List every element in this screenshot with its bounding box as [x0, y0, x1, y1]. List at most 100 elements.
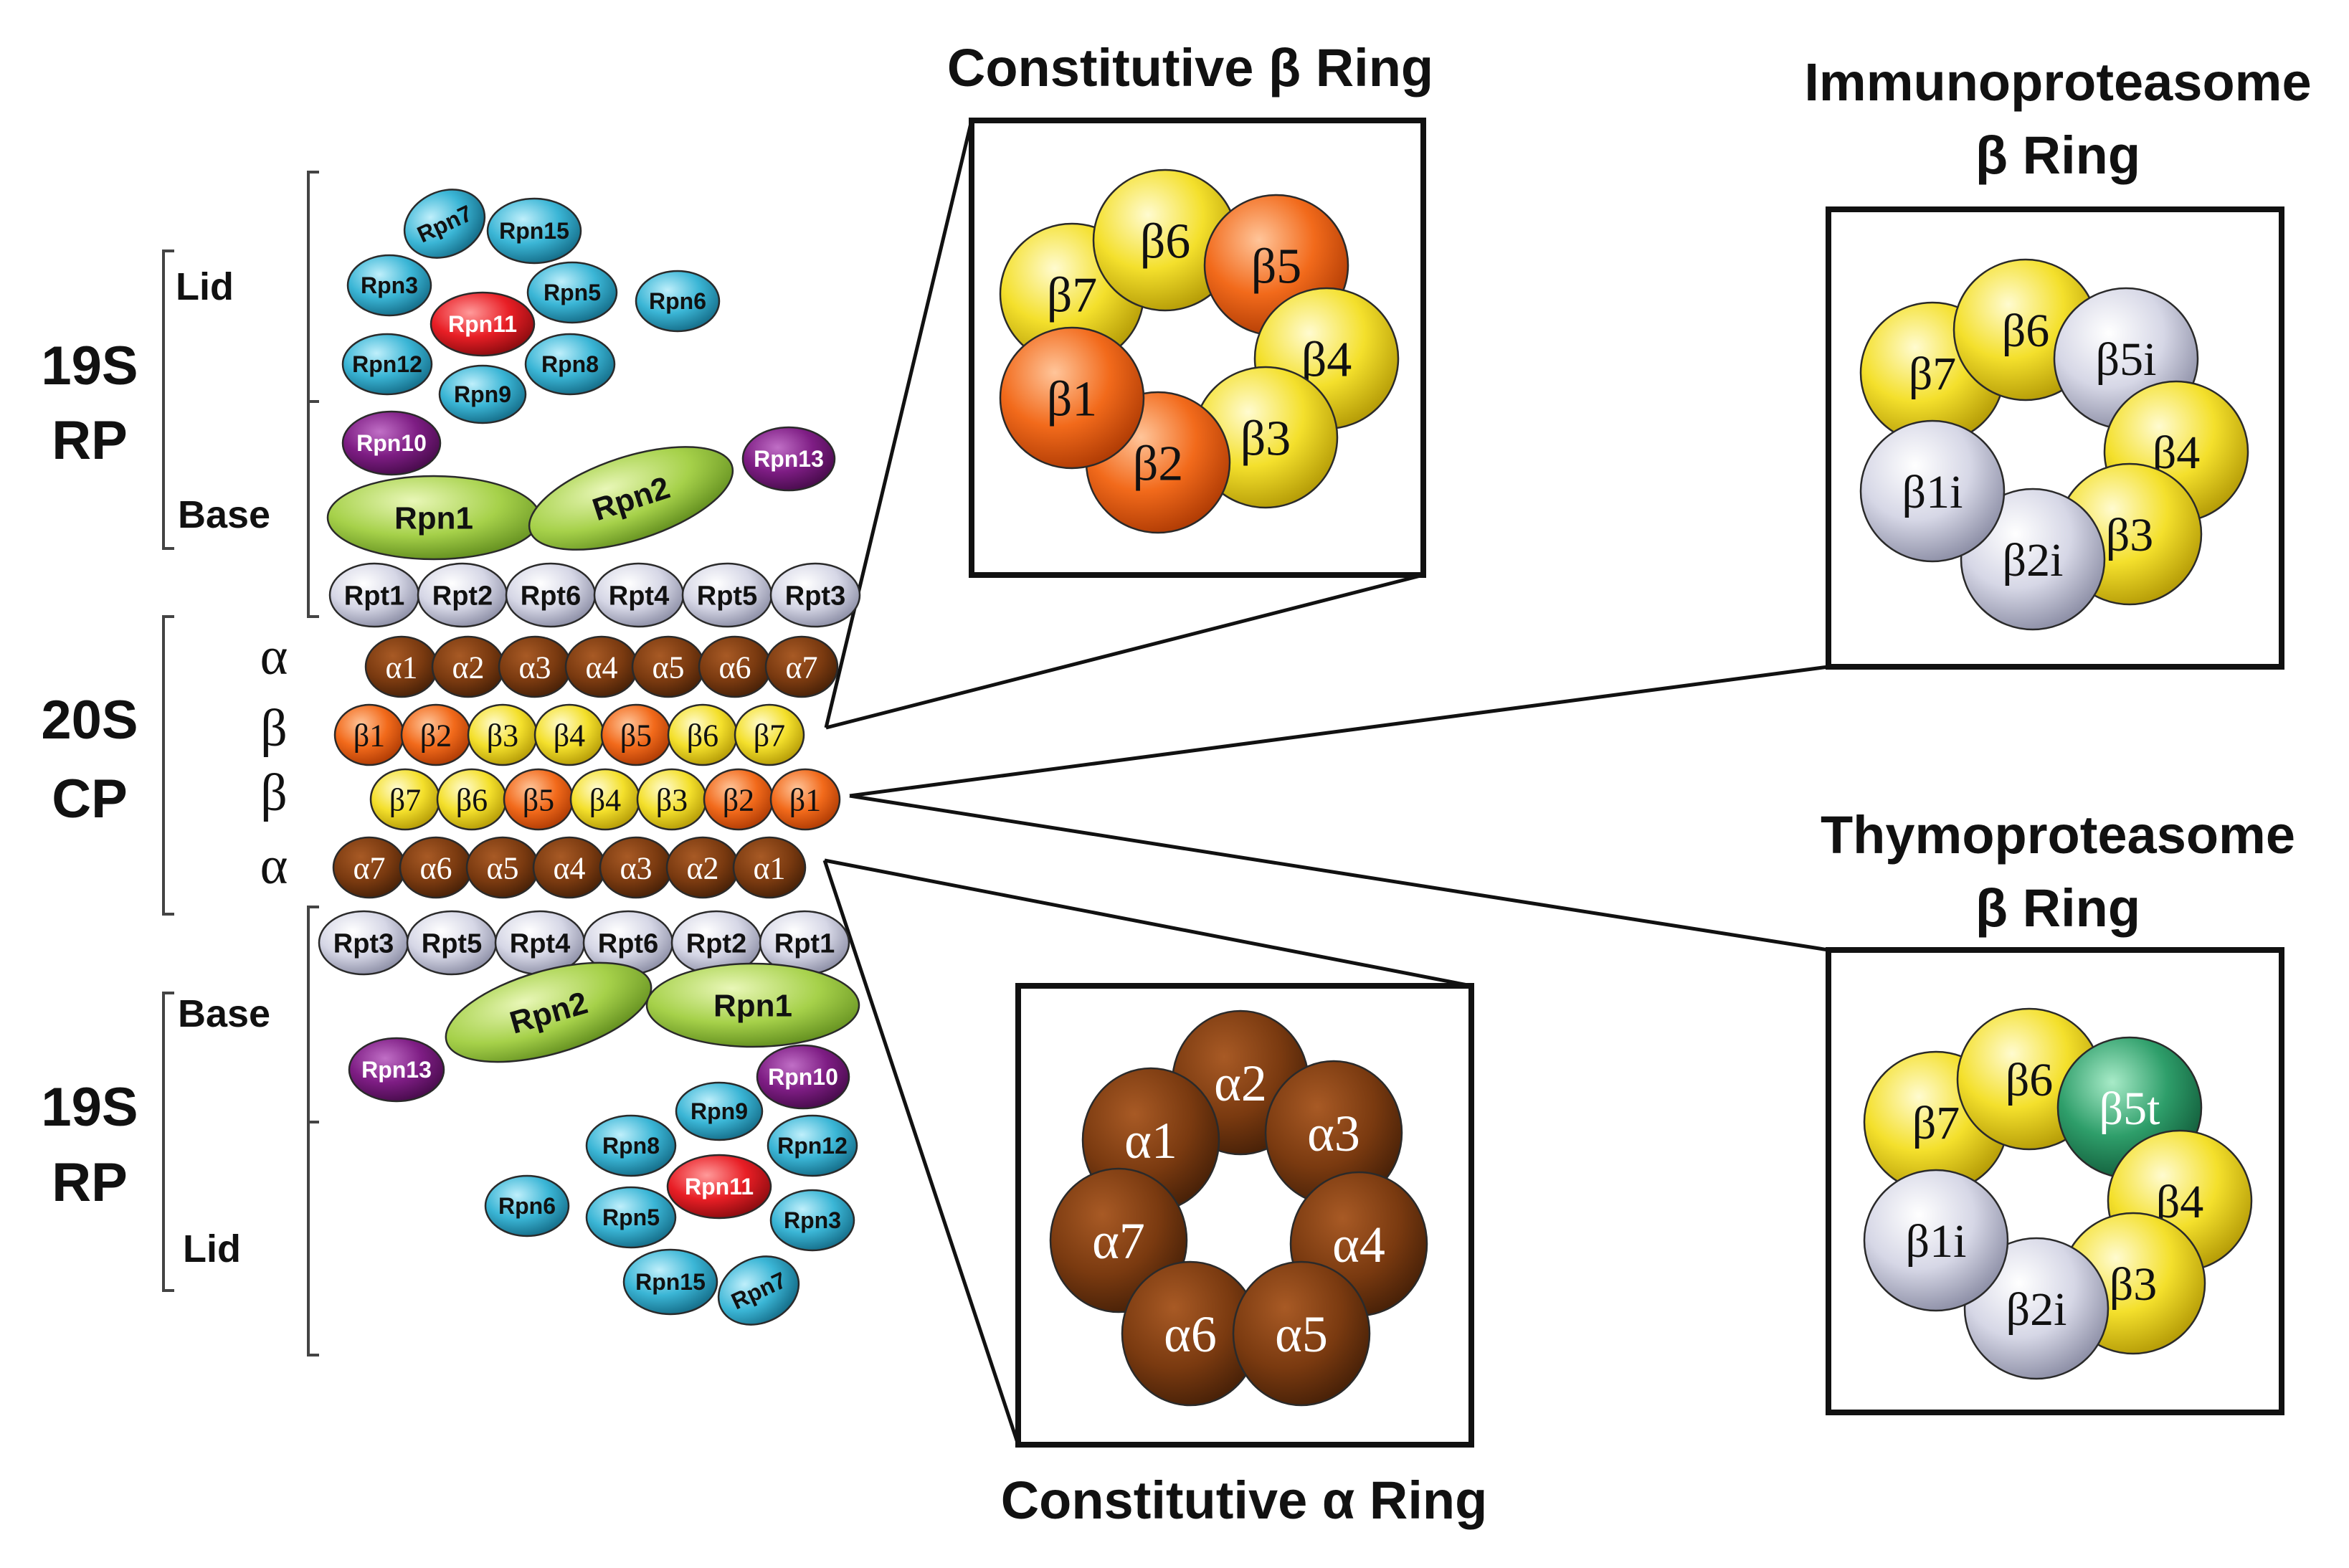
constitutive-alpha-α6-label: α6 — [1164, 1306, 1217, 1363]
constitutive-alpha-α5: α5 — [1232, 1260, 1371, 1407]
rpt-bottom-1: Rpt3 — [318, 910, 409, 976]
rpt-top-6: Rpt3 — [769, 562, 861, 628]
cp-line2: CP — [52, 769, 128, 830]
alpha-bottom-5-label: α3 — [620, 850, 652, 885]
base-bottom-rpn1-shape — [645, 962, 860, 1048]
alpha-top-4: α4 — [564, 635, 639, 698]
lid-bottom-rpn5: Rpn5 — [585, 1186, 677, 1249]
lid-top-rpn9-shape — [438, 364, 527, 424]
beta-top-7-shape — [734, 703, 805, 766]
lid-bottom-rpn12-shape — [767, 1114, 858, 1177]
lid-top-rpn6-shape — [635, 270, 721, 333]
base-bottom-rpn13: Rpn13 — [348, 1037, 445, 1103]
side-labels: 19S RP 20S CP 19S RP Lid Base Base Lid — [41, 265, 270, 1270]
cp-line1: 20S — [41, 690, 138, 751]
rpt-top-2-label: Rpt2 — [432, 581, 493, 611]
lid-bottom-rpn9-shape — [675, 1081, 764, 1141]
lid-top-rpn12-shape — [341, 333, 433, 396]
constitutive-beta-β5-label: β5 — [1251, 239, 1302, 295]
immuno-β2i-label: β2i — [2003, 534, 2064, 586]
rp-bottom-line2: RP — [52, 1152, 128, 1213]
rpt-bottom-5-label: Rpt2 — [686, 928, 746, 959]
beta-top-1-label: β1 — [353, 718, 385, 753]
immuno-β2i: β2i — [1960, 488, 2106, 631]
base-bottom-rpn13-label: Rpn13 — [361, 1057, 432, 1083]
connector-alpha-a — [824, 858, 1472, 988]
alpha-bottom-1-label: α7 — [353, 850, 385, 885]
base-top-rpn10-shape — [341, 410, 442, 476]
lid-bottom-rpn11: Rpn11 — [666, 1154, 772, 1220]
lid-top-rpn12-label: Rpn12 — [352, 351, 422, 377]
lid-top-rpn8-shape — [524, 333, 616, 396]
beta-top-5-label: β5 — [620, 718, 652, 753]
connector-thymo — [849, 794, 1829, 952]
lid-top-rpn11-shape — [430, 291, 536, 357]
beta-bottom-7-shape — [769, 768, 841, 831]
beta-top-6: β6 — [667, 703, 739, 766]
rp-bottom-bracket — [307, 906, 319, 1356]
lid-top-rpn15-label: Rpn15 — [499, 218, 569, 244]
immuno-β3-label: β3 — [2106, 509, 2154, 561]
lid-bottom-rpn15-label: Rpn15 — [635, 1269, 706, 1295]
cp-bracket — [162, 615, 174, 916]
rpt-top-6-label: Rpt3 — [785, 581, 845, 611]
immunoproteasome-title-line1: Immunoproteasome — [1804, 52, 2311, 112]
rpt-bottom-4-label: Rpt6 — [598, 928, 658, 959]
beta-top-3-label: β3 — [487, 718, 518, 753]
beta-top-7: β7 — [734, 703, 805, 766]
beta-bottom-2: β6 — [436, 768, 508, 831]
base-top-rpn10-label: Rpn10 — [356, 430, 427, 456]
base-bottom-rpn2: Rpn2 — [445, 961, 652, 1063]
lid-bottom-rpn12: Rpn12 — [767, 1114, 858, 1177]
lid-top-rpn6-label: Rpn6 — [649, 288, 706, 314]
lid-top-rpn5-label: Rpn5 — [544, 280, 601, 305]
lid-bottom-rpn3: Rpn3 — [769, 1189, 855, 1252]
constitutive-beta-β2-label: β2 — [1133, 437, 1184, 492]
thymo-β2i-label: β2i — [2006, 1283, 2067, 1336]
beta-bottom-6-label: β2 — [723, 782, 754, 817]
constitutive-beta-β4-label: β4 — [1301, 333, 1352, 388]
beta-bottom-6: β2 — [703, 768, 774, 831]
thymo-β1i-shape — [1863, 1169, 2009, 1312]
lid-bottom-rpn8: Rpn8 — [585, 1114, 677, 1177]
thymo-β2i: β2i — [1963, 1237, 2110, 1380]
constitutive-beta-β1-shape — [999, 326, 1145, 470]
rpt-top-1-label: Rpt1 — [344, 581, 404, 611]
lid-bottom-rpn15: Rpn15 — [622, 1248, 718, 1316]
rp-top-line2: RP — [52, 410, 128, 471]
thymoproteasome-title-line2: β Ring — [1975, 878, 2140, 938]
immunoproteasome-title-line2: β Ring — [1975, 125, 2140, 185]
base-bottom-rpn10-label: Rpn10 — [768, 1064, 838, 1090]
lid-bottom-rpn11-label: Rpn11 — [685, 1174, 754, 1199]
lid-bottom-rpn8-label: Rpn8 — [602, 1133, 660, 1159]
constitutive-alpha-α4-label: α4 — [1332, 1216, 1385, 1273]
lid-top-rpn5-shape — [526, 261, 618, 324]
constitutive-alpha-α2-label: α2 — [1214, 1055, 1267, 1112]
lid-top-rpn7: Rpn7 — [403, 189, 486, 259]
beta-bottom-7: β1 — [769, 768, 841, 831]
constitutive-beta-β1-label: β1 — [1047, 372, 1098, 427]
beta-bottom-4-label: β4 — [589, 782, 621, 817]
rpt-bottom-2-label: Rpt5 — [422, 928, 482, 959]
lid-top-rpn9-label: Rpn9 — [454, 381, 511, 407]
beta-top-1: β1 — [333, 703, 405, 766]
row-alpha-top-label: α — [260, 627, 288, 686]
immuno-β1i-label: β1i — [1902, 466, 1963, 518]
rpt-top-4-label: Rpt4 — [609, 581, 669, 611]
alpha-bottom-7-label: α1 — [753, 850, 785, 885]
alpha-top-3: α3 — [498, 635, 572, 698]
beta-top-2-label: β2 — [420, 718, 452, 753]
alpha-bottom-1: α7 — [332, 836, 407, 899]
alpha-top-2: α2 — [431, 635, 506, 698]
alpha-bottom-3: α5 — [465, 836, 540, 899]
constitutive-beta-β3-label: β3 — [1240, 412, 1291, 467]
immuno-β1i-shape — [1859, 419, 2006, 563]
constitutive-beta-title: Constitutive β Ring — [947, 38, 1433, 98]
alpha-bottom-5: α3 — [599, 836, 673, 899]
alpha-top-4-label: α4 — [585, 650, 617, 685]
constitutive-beta-β1: β1 — [999, 326, 1145, 470]
immuno-β5i-label: β5i — [2096, 333, 2157, 386]
beta-bottom-5: β3 — [636, 768, 708, 831]
base-top-rpn2: Rpn2 — [528, 446, 734, 551]
